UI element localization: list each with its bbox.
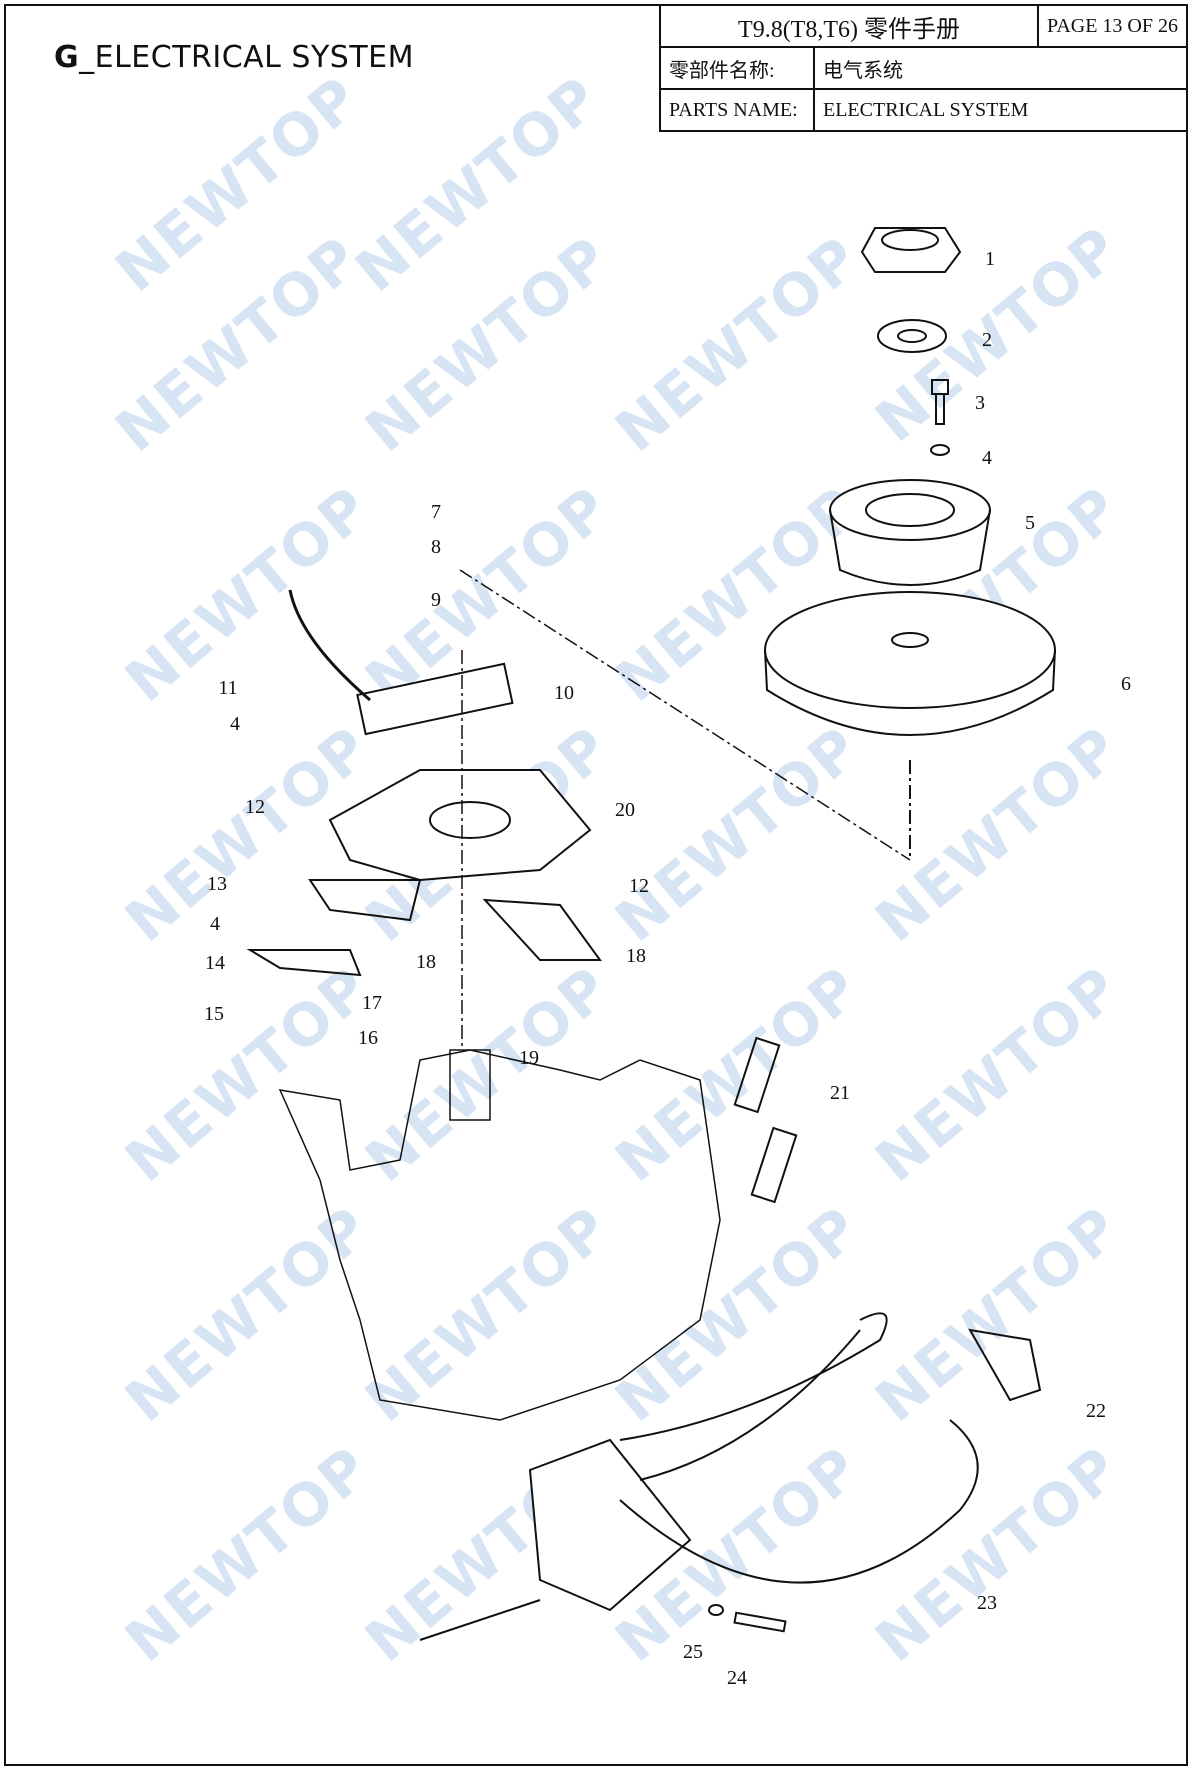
title-block: T9.8(T8,T6) 零件手册 PAGE 13 OF 26 零部件名称: 电气… [658,4,1188,132]
part-callout: 7 [431,501,441,523]
part-callout: 8 [431,536,441,558]
page-frame [4,4,1188,1766]
part-callout: 19 [519,1047,539,1069]
ignition-coil [419,1312,979,1641]
spark-plug [750,1126,798,1204]
part-callout: 18 [416,951,436,973]
plate [246,949,362,977]
en-parts-value: ELECTRICAL SYSTEM [813,88,1188,132]
part-callout: 6 [1121,673,1131,695]
flywheel-hub [829,479,991,586]
part-callout: 2 [982,329,992,351]
part-callout: 22 [1086,1400,1106,1422]
part-callout: 11 [218,677,237,699]
part-callout: 18 [626,945,646,967]
part-callout: 17 [362,992,382,1014]
flywheel-nut [860,227,962,273]
part-callout: 21 [830,1082,850,1104]
part-callout: 23 [977,1592,997,1614]
manual-title: T9.8(T8,T6) 零件手册 [658,4,1040,48]
flywheel [764,591,1056,860]
part-callout: 13 [207,873,227,895]
part-callout: 15 [204,1003,224,1025]
part-callout: 24 [727,1667,747,1689]
crankcase [278,1049,721,1421]
part-callout: 5 [1025,512,1035,534]
bolt [931,379,949,425]
bracket [482,898,602,961]
part-callout: 12 [629,875,649,897]
part-callout: 10 [554,682,574,704]
part-callout: 4 [230,713,240,735]
small-washer [930,444,950,456]
bracket [308,879,422,922]
stator-plate [328,769,592,882]
washer [877,319,947,353]
cn-parts-label: 零部件名称: [659,46,815,90]
part-callout: 20 [615,799,635,821]
section-name: _ELECTRICAL SYSTEM [79,40,415,75]
part-callout: 4 [210,913,220,935]
coil-washer [708,1604,724,1616]
page-number: PAGE 13 OF 26 [1037,4,1188,48]
part-callout: 25 [683,1641,703,1663]
coil-bolt [733,1611,787,1633]
part-callout: 9 [431,589,441,611]
spark-plug [733,1036,781,1114]
part-callout: 14 [205,952,225,974]
cable-clamp [968,1328,1042,1402]
part-callout: 1 [985,248,995,270]
part-callout: 3 [975,392,985,414]
section-letter: G [54,40,80,75]
part-callout: 16 [358,1027,378,1049]
part-callout: 12 [245,796,265,818]
pulser-coil [288,589,514,736]
part-callout: 4 [982,447,992,469]
en-parts-label: PARTS NAME: [659,88,815,132]
section-title: G_ELECTRICAL SYSTEM [54,40,414,75]
cn-parts-value: 电气系统 [813,46,1188,90]
